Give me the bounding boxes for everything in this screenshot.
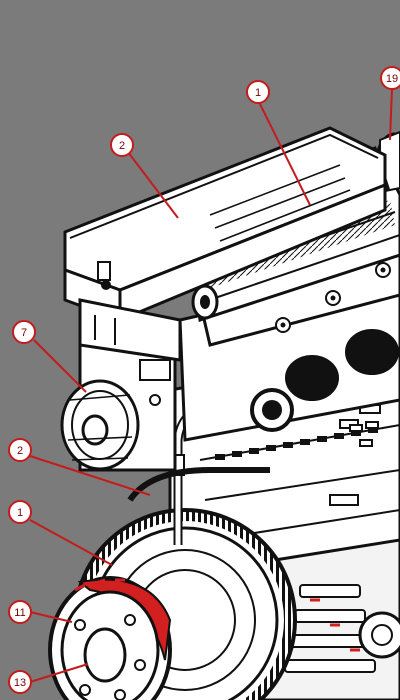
callout-marker: 13 — [8, 670, 32, 694]
callout-label: 1 — [255, 87, 261, 99]
callout-marker: 2 — [110, 133, 134, 157]
callout-label: 13 — [14, 677, 26, 689]
callout-marker: 7 — [12, 320, 36, 344]
callout-leaders — [29, 87, 393, 683]
leader-line-19 — [389, 87, 393, 141]
callout-label: 19 — [386, 73, 398, 85]
callout-marker: 2 — [8, 438, 32, 462]
leader-line-1-lower — [29, 519, 113, 566]
leader-line-13 — [29, 663, 89, 683]
callout-marker: 1 — [8, 500, 32, 524]
callout-label: 11 — [14, 607, 25, 619]
callouts: 1 19 2 7 2 1 1 — [8, 66, 400, 694]
callout-marker: 11 — [8, 600, 32, 624]
callout-marker: 1 — [246, 80, 270, 104]
leader-line-7 — [33, 339, 87, 393]
callout-label: 7 — [21, 327, 27, 339]
callout-label: 1 — [17, 507, 23, 519]
alternator — [60, 343, 177, 472]
leader-line-2-mid — [29, 455, 151, 496]
callout-marker: 19 — [380, 66, 400, 90]
leader-line-2-top — [127, 151, 179, 219]
lower-mechanism — [258, 538, 400, 700]
callout-label: 2 — [119, 140, 125, 152]
leader-line-1-top — [257, 99, 311, 206]
leader-line-11 — [29, 611, 73, 623]
valve-cover — [63, 126, 387, 362]
front-pulley — [48, 576, 172, 700]
callout-label: 2 — [17, 445, 23, 457]
